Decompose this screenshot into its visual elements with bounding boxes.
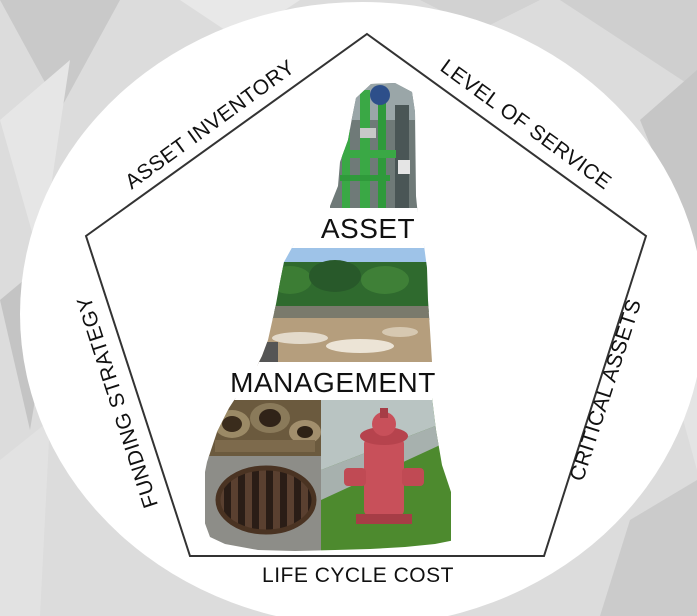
pentagon-frame <box>84 32 648 557</box>
label-life-cycle-cost: LIFE CYCLE COST <box>262 564 454 587</box>
title-asset: ASSET <box>321 213 415 244</box>
storm-drain-grate-photo <box>205 456 321 551</box>
fire-hydrant-photo <box>321 398 451 551</box>
title-management: MANAGEMENT <box>230 367 436 398</box>
